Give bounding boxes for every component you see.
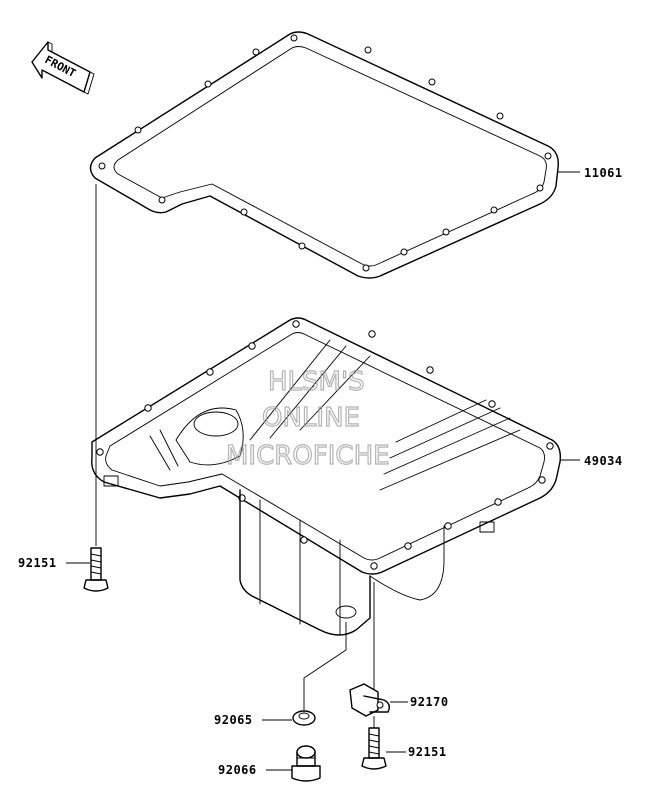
watermark: HLSM'S ONLINE MICROFICHE	[225, 366, 390, 471]
watermark-line3: MICROFICHE	[226, 441, 390, 471]
label-92151-bottom: 92151	[408, 745, 447, 759]
oil-pan-49034	[91, 317, 580, 636]
front-arrow-icon: FRONT	[31, 41, 95, 95]
washer-92065	[262, 710, 316, 726]
label-92066: 92066	[218, 763, 257, 777]
drain-plug-92066	[266, 745, 321, 782]
label-49034: 49034	[584, 454, 623, 468]
gasket-11061	[89, 31, 580, 279]
watermark-line1: HLSM'S	[268, 367, 365, 397]
bolt-92151-bottom	[361, 727, 406, 770]
clamp-92170	[349, 683, 408, 717]
watermark-line2: ONLINE	[262, 403, 360, 433]
label-92065: 92065	[214, 713, 253, 727]
label-11061: 11061	[584, 166, 623, 180]
bolt-92151-left	[66, 547, 109, 592]
label-92170: 92170	[410, 695, 449, 709]
leader-pan-washer	[303, 622, 347, 710]
label-92151-left: 92151	[18, 556, 57, 570]
